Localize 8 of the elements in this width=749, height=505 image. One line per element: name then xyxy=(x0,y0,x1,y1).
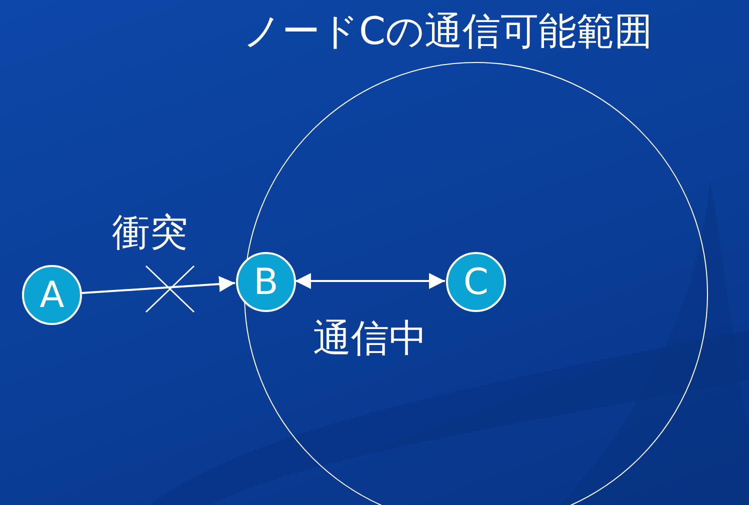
arrow xyxy=(295,273,445,289)
arrow xyxy=(82,276,236,294)
node-circle: B xyxy=(236,252,296,312)
title: ノードCの通信可能範囲 xyxy=(243,9,653,53)
edge-label: 衝突 xyxy=(112,210,188,254)
node-circle: C xyxy=(446,252,506,312)
node-circle: A xyxy=(22,265,82,325)
edge-label: 通信中 xyxy=(313,316,427,360)
